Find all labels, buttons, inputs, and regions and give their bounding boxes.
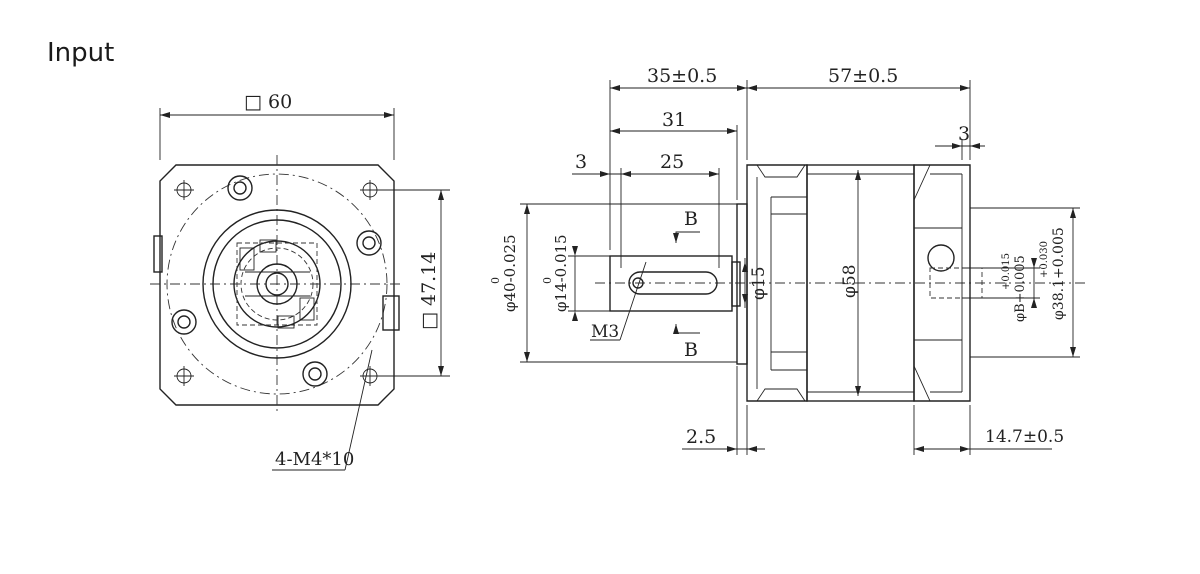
- dim-2-5: 2.5: [686, 426, 716, 448]
- input-shaft: [609, 255, 733, 312]
- bolt-circle: [166, 173, 388, 395]
- section-b-bottom: B: [684, 339, 698, 361]
- pcd-47-label: □ 47.14: [418, 252, 440, 330]
- page-heading: Input: [47, 38, 115, 68]
- pilot-spigot: [736, 203, 748, 365]
- dia-40: φ40-0.025: [501, 234, 519, 312]
- dia-14-tol: 0: [541, 277, 554, 284]
- boss-outer: [202, 209, 352, 359]
- dia-38: φ38.1+0.005: [1051, 227, 1067, 320]
- dim-31: 31: [662, 109, 686, 131]
- dia-b: φB+0.005: [1013, 255, 1028, 322]
- dim-3-left: 3: [575, 151, 587, 173]
- dim-14-7: 14.7±0.5: [985, 427, 1064, 447]
- tapped-hole-2: [356, 230, 382, 256]
- dia-58: φ58: [840, 264, 860, 298]
- tapped-hole-1: [227, 175, 253, 201]
- tapped-hole-4: [302, 361, 328, 387]
- dim-25: 25: [660, 151, 684, 173]
- front-view: □ 60: [150, 91, 450, 471]
- side-view: 35±0.5 57±0.5 31 3 25 3 B B: [489, 65, 1085, 455]
- dia-40-tol: 0: [489, 277, 502, 284]
- shaft-bore: [256, 263, 298, 305]
- dia-b-tol: +0.015: [1001, 253, 1012, 290]
- flange-outline: [159, 164, 395, 406]
- dim-35: 35±0.5: [647, 65, 717, 87]
- tap-m3: M3: [591, 322, 619, 342]
- dim-3-right: 3: [958, 123, 970, 145]
- dia-14: φ14-0.015: [552, 234, 570, 312]
- keyway-slot: [628, 271, 718, 295]
- dim-57: 57±0.5: [828, 65, 898, 87]
- clamp-access-hole: [927, 244, 955, 272]
- tapped-hole-3: [171, 309, 197, 335]
- square-60-label: □ 60: [244, 91, 292, 113]
- section-b-top: B: [684, 208, 698, 230]
- dia-15: φ15: [749, 266, 769, 300]
- thread-note: 4-M4*10: [275, 449, 354, 470]
- m3-hole: [632, 277, 644, 289]
- dia-38-tol: +0.030: [1039, 241, 1050, 278]
